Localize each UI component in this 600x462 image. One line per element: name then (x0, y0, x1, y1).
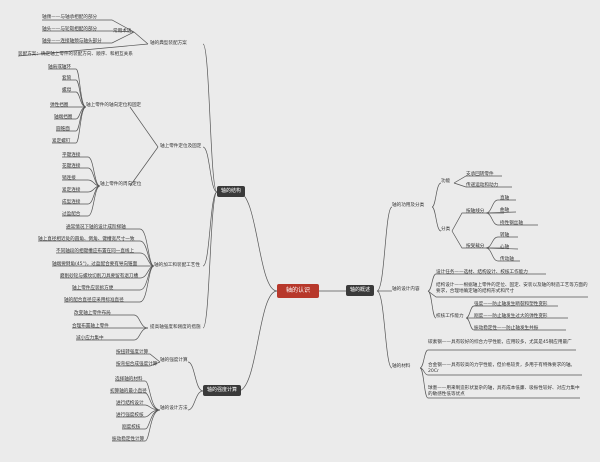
branch-calc[interactable]: 轴的强度计算 (203, 385, 242, 396)
node-axial-item[interactable]: 螺母 (62, 88, 72, 93)
node-axial[interactable]: 轴上零件的轴向定位和固定 (86, 103, 142, 108)
node-shape-item[interactable]: 直轴 (500, 196, 510, 201)
node-shape-item[interactable]: 曲轴 (500, 208, 510, 213)
node-improve[interactable]: 提高轴强度和刚度的措施 (150, 325, 201, 330)
node-material[interactable]: 轴的材料 (392, 364, 411, 369)
node-function-type[interactable]: 轴的功用及分类 (392, 203, 425, 208)
node-material-item[interactable]: 碳素钢——具有较好的综合力学性能，应用较多，尤其是45钢应用最广 (428, 340, 572, 345)
node-load-type[interactable]: 按受载分 (466, 244, 485, 249)
node-process-item[interactable]: 通常情况下轴的设计成阶梯轴 (66, 225, 126, 230)
node-shape-type[interactable]: 按轴线分 (466, 209, 485, 214)
node-design-content[interactable]: 轴的设计内容 (392, 287, 420, 292)
node-circ-item[interactable]: 销连接 (62, 176, 76, 181)
node-check-item[interactable]: 刚度——防止轴发生过大的弹性变形 (474, 314, 548, 319)
node-design-item[interactable]: 刚度校核 (122, 425, 141, 430)
node-design-item[interactable]: 振动稳定性计算 (112, 437, 145, 442)
node-circ-item[interactable]: 花键连接 (62, 164, 81, 169)
node-process-item[interactable]: 轴的配合直径应采用标准直径 (64, 298, 124, 303)
node-positioning[interactable]: 轴上零件定位及固定 (160, 144, 202, 149)
node-axial-item[interactable]: 轴端挡圈 (54, 115, 73, 120)
root-node[interactable]: 轴的认识 (277, 284, 319, 298)
node-function-item[interactable]: 支承回转零件 (466, 172, 494, 177)
node-function-item[interactable]: 传递运动和动力 (466, 183, 499, 188)
node-function[interactable]: 功能 (441, 179, 451, 184)
node-design-item[interactable]: 选择轴的材料 (115, 377, 143, 382)
node-improve-item[interactable]: 改变轴上零件布局 (74, 311, 111, 316)
node-process-item[interactable]: 轴端要倒角(45°)，过盈配合要有导向锥面 (52, 262, 138, 267)
node-axial-item[interactable]: 弹性挡圈 (50, 103, 69, 108)
node-axial-item[interactable]: 套筒 (62, 76, 72, 81)
node-typical-assembly[interactable]: 轴的典型装配方案 (150, 41, 187, 46)
node-load-item[interactable]: 转轴 (500, 233, 510, 238)
node-material-item[interactable]: 合金钢——具有较高的力学性能，但价格较贵，多用于有特殊要求的轴。20Cr (428, 363, 576, 374)
node-load-item[interactable]: 传动轴 (500, 257, 514, 262)
node-process-item[interactable]: 轴上零件应装拆方便 (72, 286, 114, 291)
node-design-item[interactable]: 初算轴的最小直径 (110, 389, 147, 394)
node-improve-item[interactable]: 减小应力集中 (76, 336, 104, 341)
node-classify[interactable]: 分类 (441, 227, 451, 232)
node-check[interactable]: 校核工作能力 (436, 314, 464, 319)
node-check-item[interactable]: 振动稳定性——防止轴发生共振 (474, 326, 539, 331)
node-assembly-plan[interactable]: 装配方案：确定轴上零件的装配方向、顺序、和相互关系 (18, 52, 133, 57)
branch-structure[interactable]: 轴的结构 (217, 186, 246, 197)
node-circ-item[interactable]: 过盈配合 (62, 212, 81, 217)
node-process[interactable]: 轴的加工和装配工艺性 (154, 263, 200, 268)
node-strength-item[interactable]: 按弯扭合成强度计算 (116, 362, 158, 367)
node-circumferential[interactable]: 轴上零件的周向定位 (100, 182, 142, 187)
node-circ-item[interactable]: 成型连接 (62, 200, 81, 205)
node-check-item[interactable]: 强度——防止轴发生断裂和塑性变形 (474, 302, 548, 307)
node-material-item[interactable]: 球墨——用来制造形状复杂的轴，具有成本低廉、吸振性较好、对应力集中的敏感性低等优… (428, 386, 580, 397)
node-axial-item[interactable]: 圆锥面 (56, 127, 70, 132)
node-circ-item[interactable]: 紧定连接 (62, 188, 81, 193)
node-term-item[interactable]: 轴身——连接轴颈与轴头部分 (42, 39, 102, 44)
node-terms[interactable]: 常用术语 (113, 29, 132, 34)
node-process-item[interactable]: 磨削砂轮与螺纹切削刀具要留有退刀槽 (60, 274, 139, 279)
node-shape-item[interactable]: 挠性钢丝轴 (500, 221, 523, 226)
node-term-item[interactable]: 轴头——与轮毂相配的部分 (42, 27, 98, 32)
node-design-item[interactable]: 进行结构设计 (116, 401, 144, 406)
node-axial-item[interactable]: 紧定螺钉 (52, 139, 71, 144)
node-design-item[interactable]: 进行强度校核 (116, 413, 144, 418)
node-structure-design[interactable]: 结构设计——根据轴上零件的定位、固定、安装以及轴的制造工艺等方面的要求，合理地确… (436, 283, 588, 294)
node-strength-item[interactable]: 按扭转强度计算 (116, 350, 149, 355)
node-design-method[interactable]: 轴的设计方法 (160, 406, 188, 411)
node-process-item[interactable]: 轴上直径相近处的圆角、倒角、键槽宽尺寸一致 (38, 237, 135, 242)
node-term-item[interactable]: 轴颈——与轴承相配的部分 (42, 15, 98, 20)
node-strength-calc[interactable]: 轴的强度计算 (160, 358, 188, 363)
node-circ-item[interactable]: 平键连接 (62, 153, 81, 158)
node-process-item[interactable]: 不同轴段的相键槽应布置在同一直线上 (56, 249, 135, 254)
node-design-task[interactable]: 设计任务——选材、结构设计、校核工作能力 (436, 270, 528, 275)
node-improve-item[interactable]: 合理布置轴上零件 (72, 324, 109, 329)
node-axial-item[interactable]: 轴肩或轴环 (48, 65, 71, 70)
node-load-item[interactable]: 心轴 (500, 245, 510, 250)
branch-overview[interactable]: 轴的概述 (346, 285, 375, 296)
